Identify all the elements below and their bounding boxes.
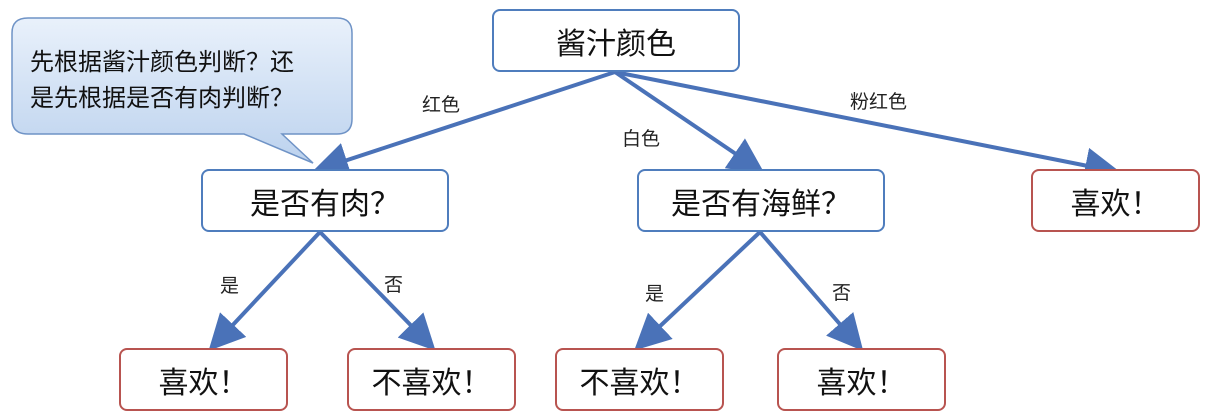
root-node: 酱汁颜色 — [492, 9, 740, 72]
edge-meat-to-no — [318, 230, 436, 351]
meat-yes-leaf-node: 喜欢！ — [119, 348, 288, 411]
edge-label-pink: 粉红色 — [850, 91, 908, 113]
edge-seafood-to-no — [758, 230, 864, 352]
edge-root-to-pink-leaf — [614, 70, 1121, 184]
seafood-yes-leaf-node: 不喜欢！ — [555, 348, 724, 411]
edge-label-seafood-yes: 是 — [645, 283, 665, 305]
callout-line-1: 先根据酱汁颜色判断？还 — [30, 48, 294, 76]
callout-line-2: 是先根据是否有肉判断？ — [30, 84, 294, 112]
callout-bubble-shape — [11, 17, 353, 164]
edge-meat-to-yes — [208, 230, 322, 351]
edge-seafood-to-yes — [634, 230, 762, 351]
edge-root-to-meat — [312, 70, 616, 178]
callout-bubble: 先根据酱汁颜色判断？还 是先根据是否有肉判断？ — [12, 18, 352, 134]
meat-no-leaf-node: 不喜欢！ — [347, 348, 516, 411]
pink-leaf-node: 喜欢！ — [1031, 169, 1200, 232]
edge-label-seafood-no: 否 — [832, 282, 852, 304]
edge-label-meat-no: 否 — [384, 274, 404, 296]
edge-label-red: 红色 — [422, 94, 461, 116]
seafood-decision-node: 是否有海鲜？ — [637, 169, 885, 232]
meat-decision-node: 是否有肉？ — [201, 169, 449, 232]
edge-label-white: 白色 — [622, 128, 661, 150]
seafood-no-leaf-node: 喜欢！ — [777, 348, 946, 411]
edge-label-meat-yes: 是 — [220, 275, 240, 297]
edge-root-to-seafood — [613, 70, 765, 174]
